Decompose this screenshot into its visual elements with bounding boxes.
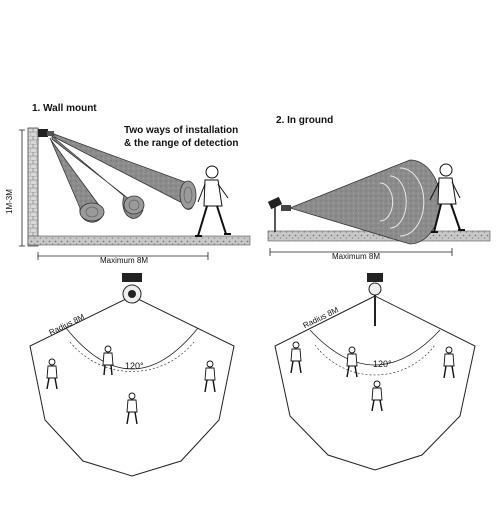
beam-short [49,137,105,223]
ground-sensor-top-icon [367,273,383,326]
inner-arc-left [65,327,199,370]
wall-mount-heading: 1. Wall mount [32,103,97,114]
in-ground-scene [267,159,491,256]
ground-angle-label: 120° [373,359,392,369]
ground-detection-sector [274,273,476,471]
ground-distance-label: Maximum 8M [332,252,381,261]
ground-strip-left [27,235,251,246]
wall-sensor-top-icon [122,273,142,304]
distance-dimension-line-left [37,252,209,260]
wall-sensor-icon [38,129,54,137]
installation-tagline-line2: & the range of detection [124,138,239,149]
wall [27,127,39,247]
inner-arc-right [309,329,441,366]
distance-dimension-line-right [269,248,453,256]
height-dimension-line [19,129,25,247]
stake-sensor-icon [267,196,291,232]
in-ground-heading: 2. In ground [276,115,334,126]
sector-outline-left [29,295,235,477]
wall-mount-scene [19,127,251,260]
beam-long [53,133,197,210]
wall-angle-label: 120° [125,361,144,371]
height-label: 1M-3M [5,189,14,214]
wall-distance-label: Maximum 8M [100,256,149,265]
person-icon [46,345,216,425]
person-icon [290,341,455,412]
installation-tagline-line1: Two ways of installation [124,125,239,136]
wall-detection-sector [29,273,235,477]
walking-person-icon [195,165,231,237]
walking-person-icon [429,163,465,233]
beam-medium [51,135,145,219]
